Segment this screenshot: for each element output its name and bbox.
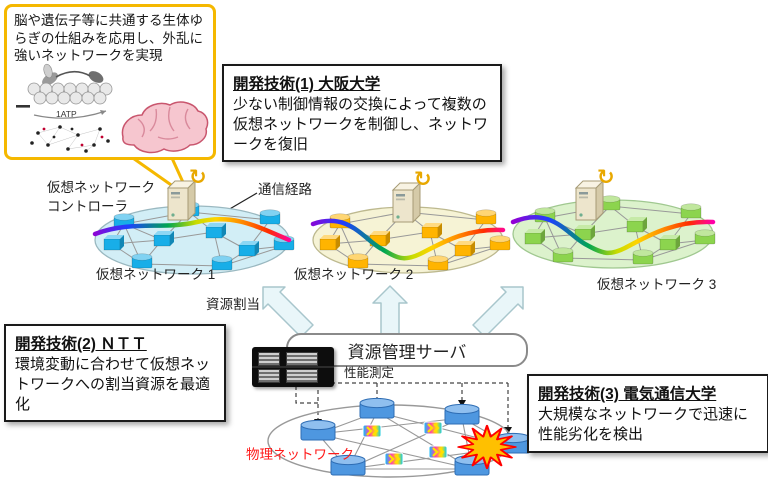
- physical-node: [300, 419, 336, 441]
- scatter-network-icon: [30, 125, 110, 153]
- tech3-box: 開発技術(3) 電気通信大学 大規模なネットワークで迅速に性能劣化を検出: [527, 374, 768, 453]
- tech1-body: 少ない制御情報の交換によって複数の仮想ネットワークを制御し、ネットワークを復旧: [233, 96, 489, 153]
- router-icon: [422, 420, 444, 436]
- callout-illustrations: 1ATP: [16, 63, 209, 154]
- perf-measurement-arrowheads: [314, 398, 512, 434]
- tech2-title: 開発技術(2) ＮＴＴ: [15, 336, 147, 353]
- molecule-label: 1ATP: [56, 109, 77, 119]
- router-icon: [427, 444, 449, 460]
- virtual-network-2: [310, 201, 511, 274]
- comm-path-label: 通信経路: [258, 182, 312, 197]
- callout-text: 脳や遺伝子等に共通する生体ゆらぎの仕組みを応用し、外乱に強いネットワークを実現: [14, 13, 203, 64]
- refresh-icon: ↻: [189, 165, 207, 189]
- controller-label: 仮想ネットワーク コントローラ: [47, 180, 155, 214]
- resource-alloc-label: 資源割当: [206, 297, 260, 312]
- physical-node: [359, 397, 395, 419]
- molecule-icon: 1ATP: [16, 63, 113, 119]
- router-icon: [383, 451, 405, 467]
- block-arrow-up-right: [472, 286, 524, 338]
- perf-measure-label: 性能測定: [344, 366, 395, 380]
- tech2-box: 開発技術(2) ＮＴＴ 環境変動に合わせて仮想ネットワークへの割当資源を最適化: [4, 324, 226, 423]
- block-arrow-up-left: [262, 286, 314, 338]
- refresh-icon: ↻: [414, 167, 432, 191]
- failure-burst-icon: [457, 424, 517, 470]
- physical-network-label: 物理ネットワーク: [246, 447, 354, 462]
- vnet2-controller-server-icon: ↻: [392, 167, 432, 223]
- vnet3-controller-server-icon: ↻: [575, 165, 615, 221]
- rainbow-path-1: [92, 217, 292, 243]
- vnet3-label: 仮想ネットワーク 3: [597, 277, 717, 292]
- vnet2-label: 仮想ネットワーク 2: [294, 267, 414, 282]
- tech1-box: 開発技術(1) 大阪大学 少ない制御情報の交換によって複数の仮想ネットワークを制…: [222, 64, 502, 163]
- brain-icon: [121, 101, 209, 154]
- rainbow-path-3: [510, 214, 716, 256]
- vnet1-label: 仮想ネットワーク 1: [96, 267, 216, 282]
- bio-fluctuation-callout: 脳や遺伝子等に共通する生体ゆらぎの仕組みを応用し、外乱に強いネットワークを実現 …: [4, 4, 216, 160]
- physical-network: [267, 397, 531, 478]
- physical-node: [444, 403, 480, 425]
- resource-allocation-arrows: [262, 285, 524, 338]
- vnet1-controller-server-icon: ↻: [167, 165, 207, 221]
- virtual-network-3: [510, 195, 716, 269]
- server-rack-icon: [252, 347, 334, 387]
- tech3-title: 開発技術(3) 電気通信大学: [538, 386, 717, 403]
- tech2-body: 環境変動に合わせて仮想ネットワークへの割当資源を最適化: [15, 356, 211, 413]
- resource-server-label: 資源管理サーバ: [347, 342, 467, 362]
- rainbow-path-2: [310, 218, 506, 261]
- refresh-icon: ↻: [597, 165, 615, 189]
- tech1-title: 開発技術(1) 大阪大学: [233, 76, 381, 93]
- tech3-body: 大規模なネットワークで迅速に性能劣化を検出: [538, 406, 749, 443]
- block-arrow-up: [372, 285, 408, 336]
- router-icon: [361, 423, 383, 439]
